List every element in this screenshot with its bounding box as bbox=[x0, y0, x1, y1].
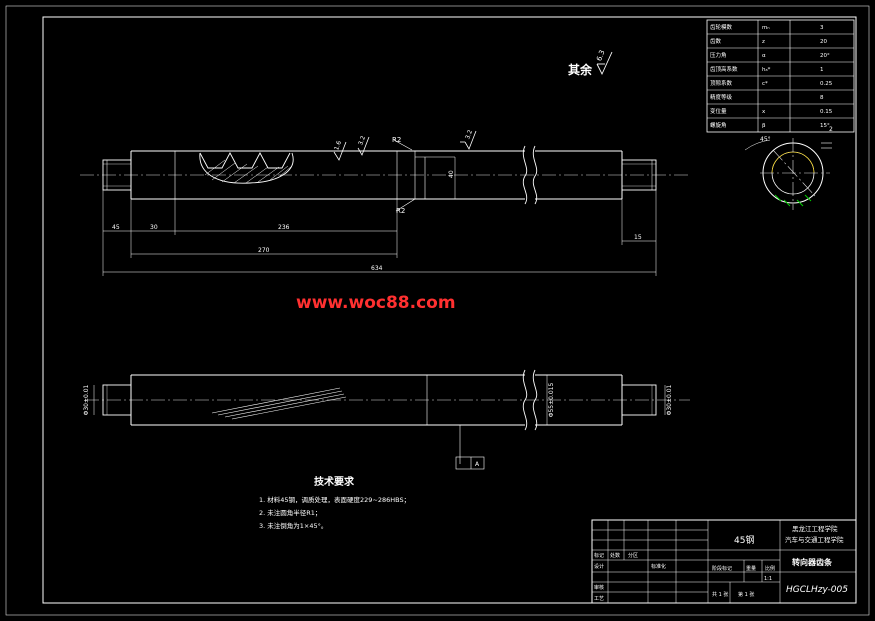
tb-standard: 标准化 bbox=[651, 563, 666, 570]
param-symbol: z bbox=[762, 39, 765, 45]
tb-design: 设计 bbox=[594, 563, 604, 570]
section-view: 2 45° bbox=[744, 126, 833, 210]
params-table: 齿轮模数 mₙ 3 齿数 z 20 压力角 α 20° 齿顶高系数 hₐ* 1 顶隙系数 c* 0.25 精度… bbox=[706, 19, 855, 133]
front-dimensions bbox=[102, 190, 657, 276]
param-name: 压力角 bbox=[710, 51, 727, 59]
datum-label: A bbox=[475, 461, 480, 468]
dim-total: 634 bbox=[371, 265, 383, 272]
section-angle: 45° bbox=[760, 136, 771, 143]
roughness-label-1: 1.6 bbox=[333, 140, 343, 152]
dim-270: 270 bbox=[258, 247, 270, 254]
helical-teeth bbox=[211, 387, 347, 420]
param-value: 20 bbox=[820, 39, 827, 45]
tb-school-2: 汽车与交通工程学院 bbox=[785, 535, 844, 544]
roughness-label-2: 3.2 bbox=[357, 135, 367, 147]
section-label: 2 bbox=[829, 126, 833, 133]
param-value: 1 bbox=[820, 67, 824, 73]
tb-process: 工艺 bbox=[594, 596, 604, 602]
dim-15: 15 bbox=[634, 234, 642, 241]
tb-mark: 标记 bbox=[594, 552, 604, 559]
dim-45: 45 bbox=[112, 224, 120, 231]
tb-sheets-total: 共 1 张 bbox=[712, 591, 728, 598]
lower-view: Φ30±0.01 Φ55±0.015 Φ30±0.01 A bbox=[83, 369, 690, 470]
tb-weight: 重量 bbox=[746, 565, 756, 572]
tb-drawing-no: HGCLHzy-005 bbox=[786, 585, 848, 595]
tb-scale: 比例 bbox=[765, 565, 775, 572]
param-symbol: c* bbox=[762, 81, 768, 87]
tech-item-2: 2. 未注圆角半径R1； bbox=[259, 508, 321, 517]
dim-30: 30 bbox=[150, 224, 158, 231]
param-name: 变位量 bbox=[710, 107, 727, 115]
param-name: 精度等级 bbox=[710, 93, 733, 101]
roughness-label-3: 3.2 bbox=[464, 129, 474, 141]
tech-title: 技术要求 bbox=[314, 475, 355, 488]
sheet-border-outer bbox=[5, 5, 870, 616]
radius-label-top: R2 bbox=[392, 136, 401, 144]
param-name: 顶隙系数 bbox=[710, 79, 733, 87]
param-value: 0.25 bbox=[820, 81, 833, 87]
dim-dia-mid: 40 bbox=[448, 170, 455, 178]
tb-material: 45钢 bbox=[734, 534, 754, 546]
tb-zone: 分区 bbox=[628, 552, 638, 559]
surface-note-roughness: 6.3 bbox=[595, 49, 606, 62]
front-view: 1.6 3.2 3.2 R2 R2 40 45 30 236 270 15 63… bbox=[80, 129, 690, 276]
title-block: 45钢 黑龙江工程学院 汽车与交通工程学院 转向器齿条 HGCLHzy-005 … bbox=[591, 519, 857, 604]
param-symbol: hₐ* bbox=[762, 67, 771, 73]
param-value: 0.15 bbox=[820, 109, 833, 115]
param-symbol: α bbox=[762, 53, 766, 59]
param-value: 20° bbox=[820, 53, 830, 59]
param-symbol: x bbox=[762, 109, 766, 115]
param-value: 8 bbox=[820, 95, 824, 101]
param-name: 齿数 bbox=[710, 37, 722, 45]
tech-item-3: 3. 未注倒角为1×45°。 bbox=[259, 521, 327, 530]
param-symbol: mₙ bbox=[762, 25, 770, 31]
tech-requirements: 技术要求 1. 材料45钢，调质处理，表面硬度229~286HBS； 2. 未注… bbox=[259, 475, 410, 530]
tb-scale-val: 1:1 bbox=[764, 576, 772, 582]
param-symbol: β bbox=[762, 123, 766, 129]
surface-finish-note: 其余 6.3 bbox=[568, 49, 613, 77]
tb-school-1: 黑龙江工程学院 bbox=[792, 524, 838, 533]
watermark: www.woc88.com bbox=[296, 293, 456, 313]
dim-236: 236 bbox=[278, 224, 290, 231]
surface-note-text: 其余 bbox=[568, 62, 593, 77]
tb-sheet-no: 第 1 张 bbox=[738, 591, 754, 598]
tb-stage-mark: 阶段标记 bbox=[712, 565, 732, 572]
tb-review: 审核 bbox=[594, 584, 604, 591]
tb-count: 处数 bbox=[610, 552, 620, 559]
tb-part-name: 转向器齿条 bbox=[792, 557, 833, 567]
sheet-border-inner bbox=[42, 16, 857, 604]
param-name: 齿顶高系数 bbox=[710, 65, 738, 73]
param-name: 齿轮模数 bbox=[710, 23, 733, 31]
param-value: 3 bbox=[820, 25, 824, 31]
right-dia: Φ30±0.01 bbox=[666, 384, 673, 415]
tech-item-1: 1. 材料45钢，调质处理，表面硬度229~286HBS； bbox=[259, 495, 410, 504]
radius-label-bottom: R2 bbox=[396, 207, 405, 215]
param-name: 螺旋角 bbox=[710, 121, 727, 129]
mid-dia: Φ55±0.015 bbox=[548, 383, 555, 418]
param-value: 15° bbox=[820, 123, 830, 129]
tooth-hatching bbox=[204, 159, 293, 184]
left-dia: Φ30±0.01 bbox=[83, 384, 90, 415]
